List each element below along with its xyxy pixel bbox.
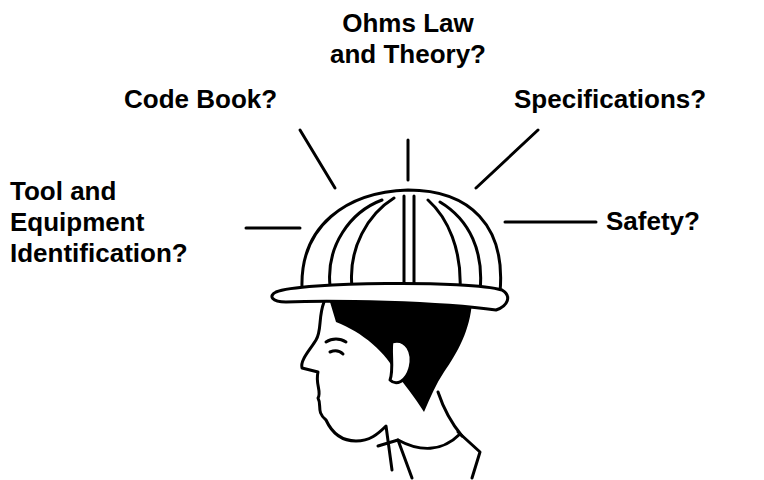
hat-rib	[440, 202, 481, 291]
question-label: Specifications?	[514, 84, 706, 115]
eye	[330, 351, 343, 354]
question-label: Safety?	[606, 206, 700, 237]
leader-line	[505, 221, 596, 224]
hat-rib	[351, 198, 394, 287]
hat-rib	[404, 196, 414, 289]
ear	[390, 341, 411, 382]
question-label: Tool and Equipment Identification?	[10, 176, 246, 269]
question-label: Ohms Law and Theory?	[322, 8, 494, 70]
hard-hat-brim	[272, 283, 508, 310]
leader-line	[407, 140, 410, 180]
neck	[438, 392, 462, 436]
leader-line	[300, 130, 335, 188]
leader-line	[246, 227, 300, 230]
leader-line	[476, 130, 538, 188]
eyebrow	[326, 339, 346, 342]
hard-hat-dome	[302, 190, 501, 292]
shirt-collar	[458, 432, 480, 478]
shirt-collar	[398, 434, 460, 448]
question-label: Code Book?	[124, 84, 277, 115]
